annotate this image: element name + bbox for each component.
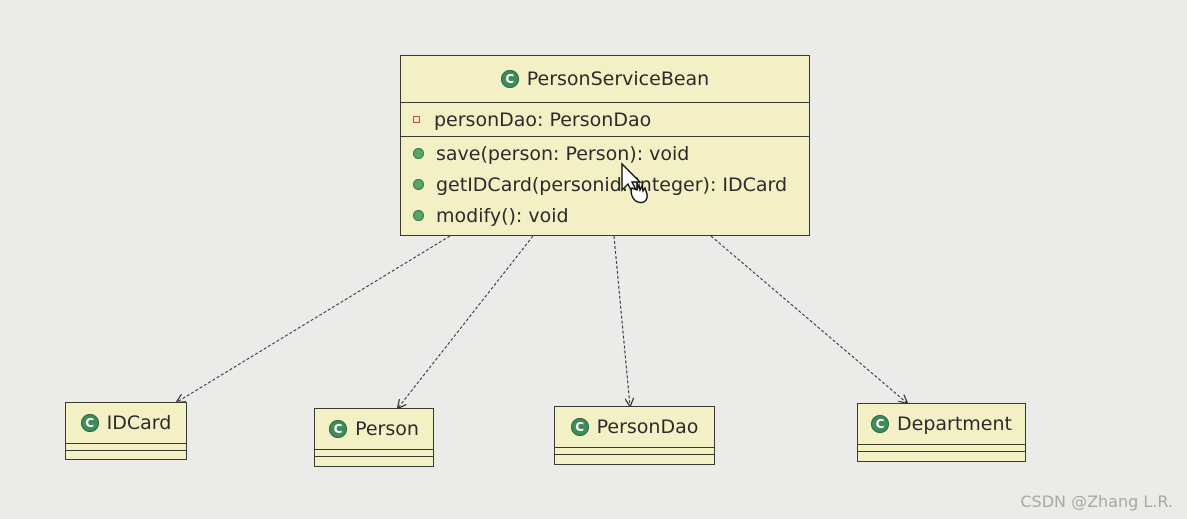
class-box-persondao[interactable]: C PersonDao (554, 406, 715, 465)
method-row[interactable]: save(person: Person): void (401, 138, 809, 169)
class-header: C IDCard (66, 403, 186, 443)
dependency-arrow-department (710, 235, 907, 403)
class-name: Department (897, 413, 1012, 435)
class-name: Person (355, 418, 419, 440)
class-name: PersonDao (596, 416, 699, 438)
attribute-row[interactable]: personDao: PersonDao (401, 104, 809, 135)
method-row[interactable]: modify(): void (401, 200, 809, 231)
attributes-section: personDao: PersonDao (401, 102, 809, 136)
class-icon: C (500, 70, 519, 88)
class-box-department[interactable]: C Department (857, 403, 1026, 462)
class-header: C PersonDao (555, 407, 714, 447)
private-field-icon (413, 116, 420, 123)
class-box-person[interactable]: C Person (314, 408, 434, 467)
method-text: save(person: Person): void (436, 142, 690, 165)
empty-methods-section (858, 451, 1025, 458)
dependency-arrow-idcard (177, 235, 451, 402)
class-icon: C (80, 414, 99, 432)
method-row[interactable]: getIDCard(personid: Integer): IDCard (401, 169, 809, 200)
class-header: C Person (315, 409, 433, 449)
dependency-arrow-persondao (613, 235, 630, 406)
public-method-icon (413, 210, 424, 221)
attribute-text: personDao: PersonDao (434, 108, 652, 131)
methods-section: save(person: Person): void getIDCard(per… (401, 136, 809, 231)
class-box-idcard[interactable]: C IDCard (65, 402, 187, 460)
method-text: modify(): void (436, 204, 569, 227)
watermark-text: CSDN @Zhang L.R. (1020, 492, 1173, 511)
class-box-personservicebean[interactable]: C PersonServiceBean personDao: PersonDao… (400, 55, 810, 236)
class-icon: C (871, 415, 889, 433)
empty-attributes-section (315, 449, 433, 456)
empty-methods-section (315, 456, 433, 463)
method-text: getIDCard(personid: Integer): IDCard (436, 173, 788, 196)
mouse-cursor-icon (621, 162, 648, 204)
class-icon: C (570, 418, 589, 436)
class-name: PersonServiceBean (526, 68, 710, 90)
dependency-arrow-person (398, 235, 534, 408)
empty-attributes-section (66, 443, 186, 450)
class-icon: C (329, 420, 348, 438)
class-name: IDCard (106, 412, 172, 434)
empty-methods-section (66, 450, 186, 457)
public-method-icon (413, 179, 424, 190)
empty-methods-section (555, 454, 714, 461)
class-header: C Department (858, 404, 1025, 444)
class-header: C PersonServiceBean (401, 56, 809, 102)
empty-attributes-section (858, 444, 1025, 451)
empty-attributes-section (555, 447, 714, 454)
public-method-icon (413, 148, 424, 159)
